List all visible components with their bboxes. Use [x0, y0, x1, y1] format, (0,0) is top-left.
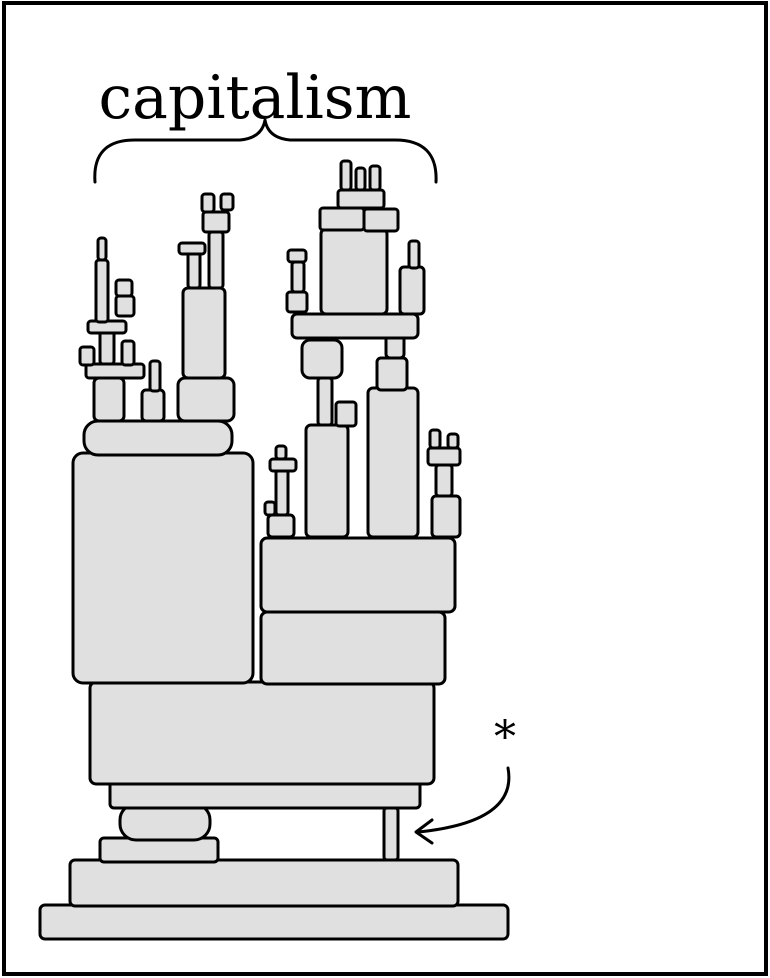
left-small-block — [92, 376, 126, 423]
right-top-block — [319, 227, 389, 316]
base-slab-upper — [68, 858, 460, 908]
footnote-asterisk: * — [494, 712, 516, 763]
right-lower-block — [259, 610, 447, 686]
far-right-prong-2 — [446, 432, 460, 450]
mid-head-nub-2 — [219, 192, 235, 212]
right-foot — [266, 513, 296, 539]
left-crossbar — [84, 362, 146, 380]
left-stem — [98, 328, 116, 366]
right-tallest-head — [375, 356, 409, 392]
block-tower — [38, 159, 510, 941]
right-top-head-2 — [362, 207, 400, 233]
left-short-post-tip — [148, 359, 162, 393]
left-nub — [78, 345, 96, 367]
right-side-post — [398, 265, 426, 316]
right-tall-block — [304, 423, 350, 539]
left-side-cube — [114, 294, 136, 318]
right-platform — [290, 312, 420, 340]
far-right-prong — [428, 428, 442, 450]
mid-head-nub — [200, 192, 216, 214]
mid-base-block — [176, 376, 236, 423]
right-top-prong-1 — [339, 159, 353, 192]
ledge-block — [108, 780, 422, 810]
left-nub-2 — [120, 339, 136, 367]
far-right-foot — [430, 494, 462, 539]
big-left-block — [71, 451, 255, 685]
base-slab-bottom — [38, 903, 510, 941]
right-side-stem — [290, 260, 306, 294]
mid-stem — [186, 248, 202, 290]
right-side-post-tip — [407, 239, 421, 270]
right-top-cap — [336, 188, 386, 210]
left-antenna — [94, 258, 110, 324]
curly-brace — [93, 118, 438, 184]
small-slab — [98, 836, 220, 864]
right-upper-block — [259, 536, 457, 614]
right-foot-nub — [263, 500, 277, 517]
arrow-head — [414, 818, 434, 845]
thin-support-post — [382, 806, 400, 862]
right-side-cube — [285, 290, 309, 314]
mid-head — [201, 210, 231, 234]
far-right-stem — [434, 463, 454, 498]
right-rounded-cube — [300, 338, 344, 380]
wide-middle-block — [88, 680, 436, 786]
right-side-cap — [286, 248, 308, 264]
right-thin-post — [274, 468, 290, 517]
capitalism-label: capitalism — [99, 63, 412, 133]
right-tall-nub — [334, 400, 358, 428]
left-rounded-slab — [82, 419, 234, 457]
left-short-post — [140, 388, 166, 423]
far-right-head — [426, 446, 462, 467]
right-top-prong-3 — [368, 164, 382, 192]
pointer-arrow — [416, 766, 511, 834]
right-thin-cap — [268, 457, 298, 473]
right-top-head — [318, 206, 366, 232]
right-thin-tip — [274, 444, 288, 461]
right-tallest-block — [366, 386, 420, 539]
mid-crossbar — [177, 241, 207, 256]
right-top-prong-2 — [354, 166, 367, 192]
mid-column — [207, 230, 225, 290]
mid-tall-block — [181, 286, 227, 380]
right-tall-stem — [316, 376, 334, 427]
left-side-cube-2 — [114, 278, 134, 298]
left-antenna-tip — [96, 236, 108, 262]
